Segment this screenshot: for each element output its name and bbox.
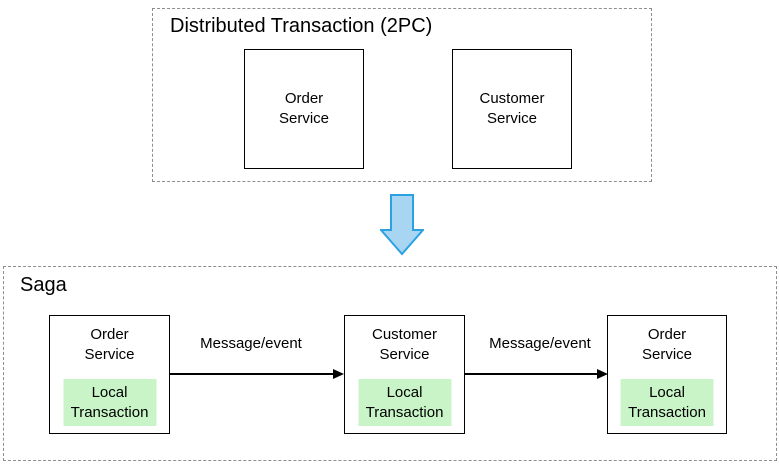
saga-customer-service-box: Customer Service Local Transaction <box>344 315 465 434</box>
local-transaction-box-2: Local Transaction <box>358 379 451 426</box>
two-pc-order-service-box: Order Service <box>244 49 364 169</box>
message-arrowhead-icon-2 <box>597 369 608 379</box>
two-pc-group: Distributed Transaction (2PC) Order Serv… <box>152 8 652 182</box>
saga-group-title: Saga <box>20 274 67 296</box>
local-transaction-box-1: Local Transaction <box>63 379 156 426</box>
message-arrowhead-icon-1 <box>333 369 344 379</box>
message-event-label-2: Message/event <box>489 335 591 352</box>
two-pc-customer-service-label: Customer Service <box>479 90 545 127</box>
saga-order-service-label-1: Order Service <box>84 326 135 363</box>
local-transaction-label-1: Local Transaction <box>70 383 149 421</box>
down-arrow-icon <box>380 194 424 256</box>
saga-order-service-box-1: Order Service Local Transaction <box>49 315 170 434</box>
two-pc-order-service-label: Order Service <box>278 90 330 127</box>
message-event-label-1: Message/event <box>200 335 302 352</box>
local-transaction-label-3: Local Transaction <box>628 383 706 421</box>
message-arrow-line-2 <box>465 373 598 375</box>
message-arrow-line-1 <box>170 373 334 375</box>
two-pc-customer-service-box: Customer Service <box>452 49 572 169</box>
saga-group: Saga Order Service Local Transaction Mes… <box>3 266 777 461</box>
saga-order-service-label-2: Order Service <box>641 326 693 363</box>
two-pc-group-title: Distributed Transaction (2PC) <box>170 15 433 37</box>
saga-customer-service-label: Customer Service <box>371 326 438 363</box>
local-transaction-label-2: Local Transaction <box>365 383 444 421</box>
local-transaction-box-3: Local Transaction <box>620 379 714 426</box>
saga-order-service-box-2: Order Service Local Transaction <box>607 315 727 434</box>
